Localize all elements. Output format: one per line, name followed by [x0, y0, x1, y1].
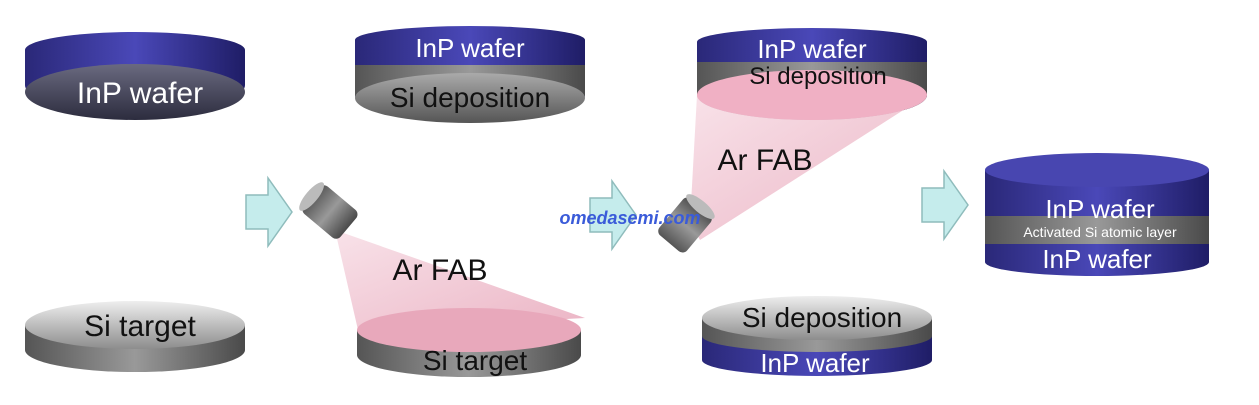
si-target-label: Si target — [423, 345, 527, 376]
si-deposition-label: Si deposition — [390, 82, 550, 113]
ar-fab-label: Ar FAB — [717, 144, 812, 177]
si-target-label: Si target — [84, 310, 196, 343]
inp-wafer-step1: InP wafer — [25, 32, 245, 120]
watermark: omedasemi.com — [559, 208, 700, 228]
bonded-wafer-stack: InP wafer Activated Si atomic layer InP … — [985, 153, 1209, 276]
inp-wafer-label: InP wafer — [757, 34, 867, 64]
inp-wafer-label: InP wafer — [1042, 244, 1152, 274]
si-deposition-label: Si deposition — [749, 63, 886, 90]
ar-fab-gun-icon — [658, 194, 715, 253]
si-target-step1: Si target — [25, 301, 245, 372]
inp-wafer-label: InP wafer — [77, 77, 203, 110]
arrow-icon — [589, 178, 637, 252]
inp-wafer-label: InP wafer — [1045, 194, 1155, 224]
ar-fab-label: Ar FAB — [392, 254, 487, 287]
inp-wafer-label: InP wafer — [415, 33, 525, 63]
ar-fab-beam-step2: Ar FAB Si target — [335, 230, 585, 377]
activated-si-layer-label: Activated Si atomic layer — [1023, 224, 1177, 240]
inp-wafer-step3-bottom: Si deposition InP wafer — [702, 296, 932, 378]
arrow-icon — [921, 168, 969, 242]
si-deposition-label: Si deposition — [742, 302, 902, 333]
inp-wafer-step2: InP wafer Si deposition — [355, 26, 585, 123]
ar-fab-gun-icon — [299, 182, 358, 239]
arrow-icon — [245, 175, 293, 249]
inp-wafer-step3-top: InP wafer Si deposition Ar FAB — [690, 28, 927, 240]
inp-wafer-label: InP wafer — [760, 348, 870, 378]
